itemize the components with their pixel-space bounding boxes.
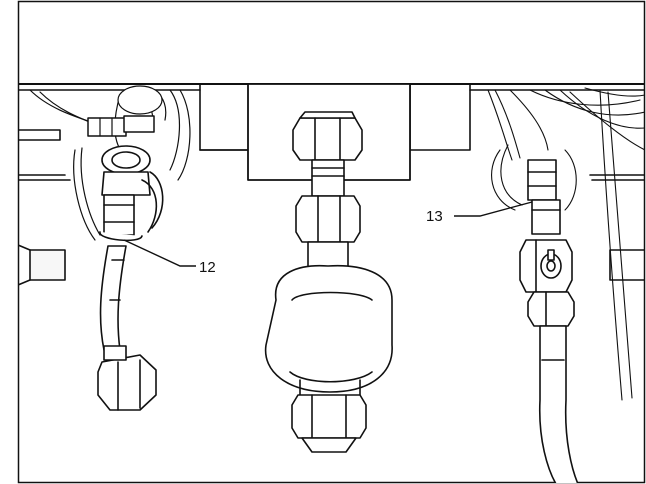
housing-underside bbox=[18, 83, 645, 286]
left-wire-harness bbox=[29, 85, 191, 241]
right-hose-assembly bbox=[519, 159, 579, 483]
callout-12: 12 bbox=[199, 259, 216, 276]
leader-line-13 bbox=[454, 201, 533, 217]
left-hose-assembly bbox=[97, 145, 164, 411]
right-wire-harness bbox=[487, 87, 645, 401]
leader-line-12 bbox=[123, 239, 196, 267]
callout-13: 13 bbox=[426, 208, 443, 225]
center-valve-assembly bbox=[264, 111, 393, 453]
